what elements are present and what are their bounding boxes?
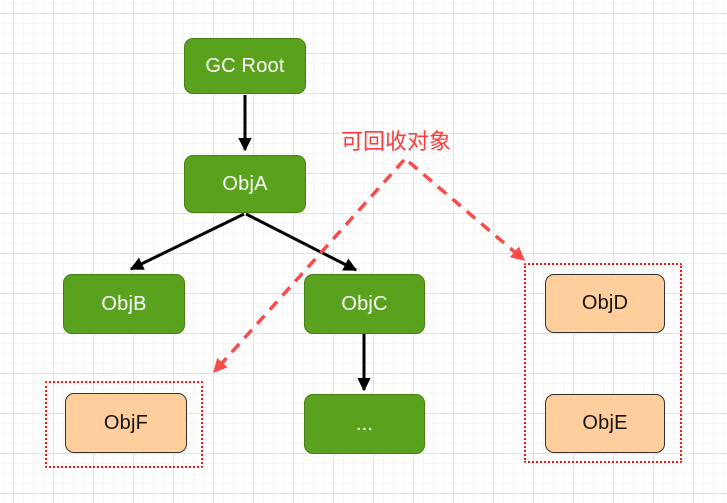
collectable-group-objf (45, 381, 203, 468)
node-obje-label: ObjE (582, 412, 628, 434)
edge-annotation-to-objf-group-dashed-arrow (212, 158, 406, 374)
node-more: ... (304, 394, 425, 454)
edge-obja-to-objb-arrow (129, 212, 245, 271)
node-obje: ObjE (545, 394, 665, 453)
collectable-objects-annotation: 可回收对象 (341, 129, 452, 154)
edge-annotation-to-objde-group-dashed-arrow (407, 160, 526, 262)
node-gc-root: GC Root (184, 38, 306, 94)
node-objd: ObjD (545, 274, 665, 333)
node-more-label: ... (355, 412, 374, 435)
node-objd-label: ObjD (581, 292, 629, 314)
node-objc: ObjC (304, 274, 425, 334)
node-objb-label: ObjB (101, 292, 147, 315)
edge-obja-to-objc-arrow (245, 212, 358, 272)
collectable-group-objd-obje (524, 263, 682, 463)
node-obja-label: ObjA (222, 172, 268, 195)
node-obja: ObjA (184, 155, 306, 213)
node-objf: ObjF (65, 393, 187, 453)
node-gc-root-label: GC Root (205, 54, 285, 77)
node-objb: ObjB (63, 274, 185, 334)
node-objc-label: ObjC (341, 292, 388, 315)
node-objf-label: ObjF (103, 411, 149, 434)
